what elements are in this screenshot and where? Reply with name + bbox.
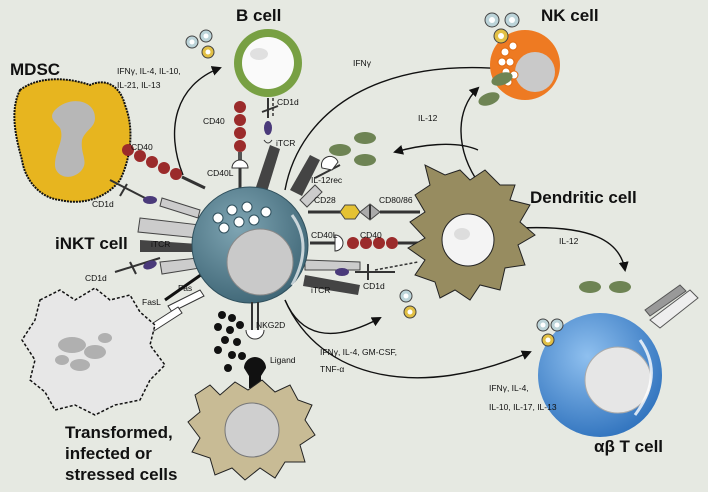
arrow-dc-to-nk: [460, 86, 481, 186]
t-granules: [536, 318, 564, 347]
label-itcr-dc: iTCR: [311, 285, 331, 295]
label-cd40l-dc: CD40L: [311, 230, 338, 240]
stressed-cell-fragments: [55, 333, 112, 371]
cytokines-il12-nk: IL-12: [418, 113, 438, 123]
transformed-title-2: infected or: [65, 444, 152, 463]
cytokines-t-1: IFNγ, IL-4,: [489, 383, 529, 393]
label-cd1d-left: CD1d: [85, 273, 107, 283]
label-cd40-b: CD40: [203, 116, 225, 126]
cytokines-near-t: [579, 281, 631, 293]
label-nkg2d: NKG2D: [256, 320, 286, 330]
label-cd28: CD28: [314, 195, 336, 205]
cytokines-t-2: IL-10, IL-17, IL-13: [489, 402, 557, 412]
b-cell-title: B cell: [236, 6, 282, 25]
cytokines-b-1: IFNγ, IL-4, IL-10,: [117, 66, 181, 76]
transformed-title-1: Transformed,: [65, 423, 173, 442]
label-itcr-b: iTCR: [276, 138, 296, 148]
left-cd1d-antigen: [143, 260, 157, 270]
ab-t-cell-title: αβ T cell: [594, 437, 664, 456]
label-cd1d-mdsc: CD1d: [92, 199, 114, 209]
arrow-dc-to-t-cell: [519, 226, 629, 272]
arrow-to-nk-cell: [284, 64, 517, 191]
label-cd40-dc: CD40: [360, 230, 382, 240]
il12-cytokines-center: [329, 132, 376, 166]
label-il12rec: IL-12rec: [311, 175, 343, 185]
cytokines-il12-t: IL-12: [559, 236, 579, 246]
label-cd40l-b: CD40L: [207, 168, 234, 178]
label-ligand: Ligand: [270, 355, 296, 365]
t-cell: [538, 313, 662, 437]
inkt-cell-title: iNKT cell: [55, 234, 128, 253]
dc-granules: [399, 289, 417, 319]
dc-nucleus: [441, 213, 495, 267]
transformed-nucleus: [224, 402, 280, 458]
mdsc-title: MDSC: [10, 60, 61, 79]
label-cd40-mdsc: CD40: [131, 142, 153, 152]
b-cd1d-antigen: [264, 121, 272, 135]
label-fas: Fas: [178, 283, 193, 293]
inkt-right-receptors: [290, 155, 361, 295]
transformed-title-3: stressed cells: [65, 465, 178, 484]
nk-cell-title: NK cell: [541, 6, 599, 25]
label-itcr-left: iTCR: [151, 239, 171, 249]
mdsc-nucleus: [52, 101, 95, 177]
t-cell-tcr: [644, 284, 699, 329]
cytokines-dc-1: IFNγ, IL-4, GM-CSF,: [320, 347, 397, 357]
mdsc-cd40-chain: [122, 144, 182, 180]
cytokines-b-2: IL-21, IL-13: [117, 80, 161, 90]
b-granules: [185, 29, 215, 59]
cytokines-near-nk: [478, 72, 513, 106]
arrow-to-b-cell: [173, 66, 222, 176]
b-cell: [234, 29, 302, 97]
ligand-molecule: [244, 357, 266, 388]
nkg2d-granules: [214, 311, 246, 372]
label-cd1d-dc: CD1d: [363, 281, 385, 291]
cd28-molecule: [339, 204, 361, 220]
label-cd8086: CD80/86: [379, 195, 413, 205]
mdsc-cd1d-antigen: [143, 196, 157, 204]
inkt-cell: [191, 186, 309, 304]
arrows: [173, 64, 629, 379]
dc-cd40-chain: [347, 237, 398, 249]
arrow-inkt-to-dc: [284, 299, 382, 335]
cytokines-dc-2: TNF-α: [320, 364, 345, 374]
label-fasl: FasL: [142, 297, 161, 307]
arrow-inkt-to-t-cell: [284, 299, 532, 379]
b-cd40-chain: [234, 101, 246, 152]
dendritic-cell-title: Dendritic cell: [530, 188, 637, 207]
inkt-receptors: [114, 217, 206, 332]
label-cd1d-b: CD1d: [277, 97, 299, 107]
nk-granules: [484, 12, 520, 44]
cytokines-nk: IFNγ: [353, 58, 371, 68]
dc-cd1d-antigen: [335, 268, 349, 276]
arrow-il12-to-nk: [393, 143, 479, 155]
